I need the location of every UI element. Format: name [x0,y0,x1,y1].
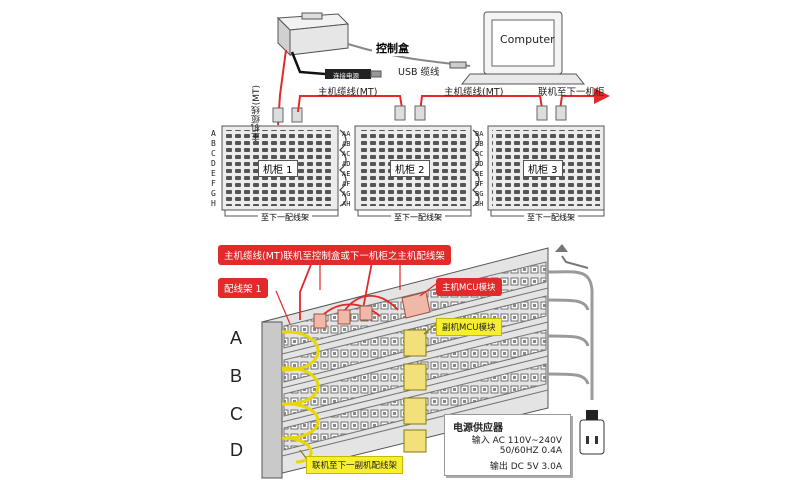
control-box-label: 控制盒 [372,40,413,56]
cabinet-2-panel [354,125,480,211]
row-letter: AD [342,160,351,168]
mt-cable-next [559,88,610,111]
row-letter: F [211,179,216,188]
psu-title: 电源供应器 [453,423,503,434]
power-cable-line [290,51,326,76]
row-letter: G [211,189,216,198]
computer-device [460,11,586,85]
mt-cable-1 [297,95,403,113]
computer-label: Computer [500,33,555,46]
patch-rack-assembly [261,247,549,479]
row-letter: AC [342,150,351,158]
rack-row-a: A [230,328,243,348]
mt-cable-2 [419,95,543,113]
row-letter: A [211,129,216,138]
control-box-device [276,12,350,57]
to-next-patch-label-2: 至下一配线架 [391,212,445,223]
rack-row-b: B [230,366,243,386]
rack-row-c: C [230,404,243,424]
cabinet-3-label: 机柜 3 [523,160,563,177]
to-next-patch-label-3: 至下一配线架 [524,212,578,223]
row-letter: BA [475,130,484,138]
row-letter: BF [475,180,484,188]
next-sub-patch-callout: 联机至下一副机配线架 [306,456,404,474]
row-letter: B [211,139,216,148]
cabinet-2-label: 机柜 2 [390,160,430,177]
next-cabinet-label: 联机至下一机柜 [538,87,605,98]
cabinet-3-panel [487,125,605,211]
main-cable-label-2: 主机缆线(MT) [444,87,504,98]
mt-connectors [313,291,431,329]
yellow-loop-cables [281,330,320,464]
main-mcu-callout: 主机MCU模块 [436,278,502,296]
row-letter: AB [342,140,351,148]
sub-mcu-callout: 副机MCU模块 [436,318,502,336]
row-letter: AH [342,200,351,208]
patch-1-callout: 配线架 1 [218,278,268,298]
psu-cables [547,270,594,400]
power-tag-label: 连接电源 [333,72,359,80]
main-cable-vertical-label: 主机缆线(MT) [252,85,262,142]
psu-output: 输出 DC 5V 3.0A [489,462,562,472]
row-letter: C [211,149,216,158]
row-letter: BC [475,150,484,158]
row-letter: AE [342,170,351,178]
row-letter: AF [342,180,351,188]
up-arrow-icon [555,244,568,252]
rack-row-d: D [230,440,243,460]
psu-freq: 50/60HZ 0.4A [499,446,562,456]
power-tag-box [325,69,371,79]
main-cable-callout: 主机缆线(MT)联机至控制盒或下一机柜之主机配线架 [218,245,451,265]
row-letter: BE [475,170,484,178]
usb-cable-label: USB 缆线 [398,67,440,78]
main-cable-label-1: 主机缆线(MT) [318,87,378,98]
row-letter: BD [475,160,484,168]
usb-plug [449,61,467,69]
row-letter: AG [342,190,351,198]
row-letter: E [211,169,216,178]
row-letter: BH [475,200,484,208]
row-letter: BB [475,140,484,148]
psu-spec-box: 电源供应器 输入 AC 110V~240V 50/60HZ 0.4A 输出 DC… [444,414,571,476]
row-letter: AA [342,130,351,138]
psu-input: 输入 AC 110V~240V [471,436,562,446]
row-letter: D [211,159,216,168]
power-supply-device [579,410,605,455]
to-next-patch-label-1: 至下一配线架 [258,212,312,223]
cabinet-1-label: 机柜 1 [258,160,298,177]
row-letter: BG [475,190,484,198]
red-rack-cables [299,261,399,321]
sub-mcu-modules [403,329,427,453]
row-letter: H [211,199,216,208]
